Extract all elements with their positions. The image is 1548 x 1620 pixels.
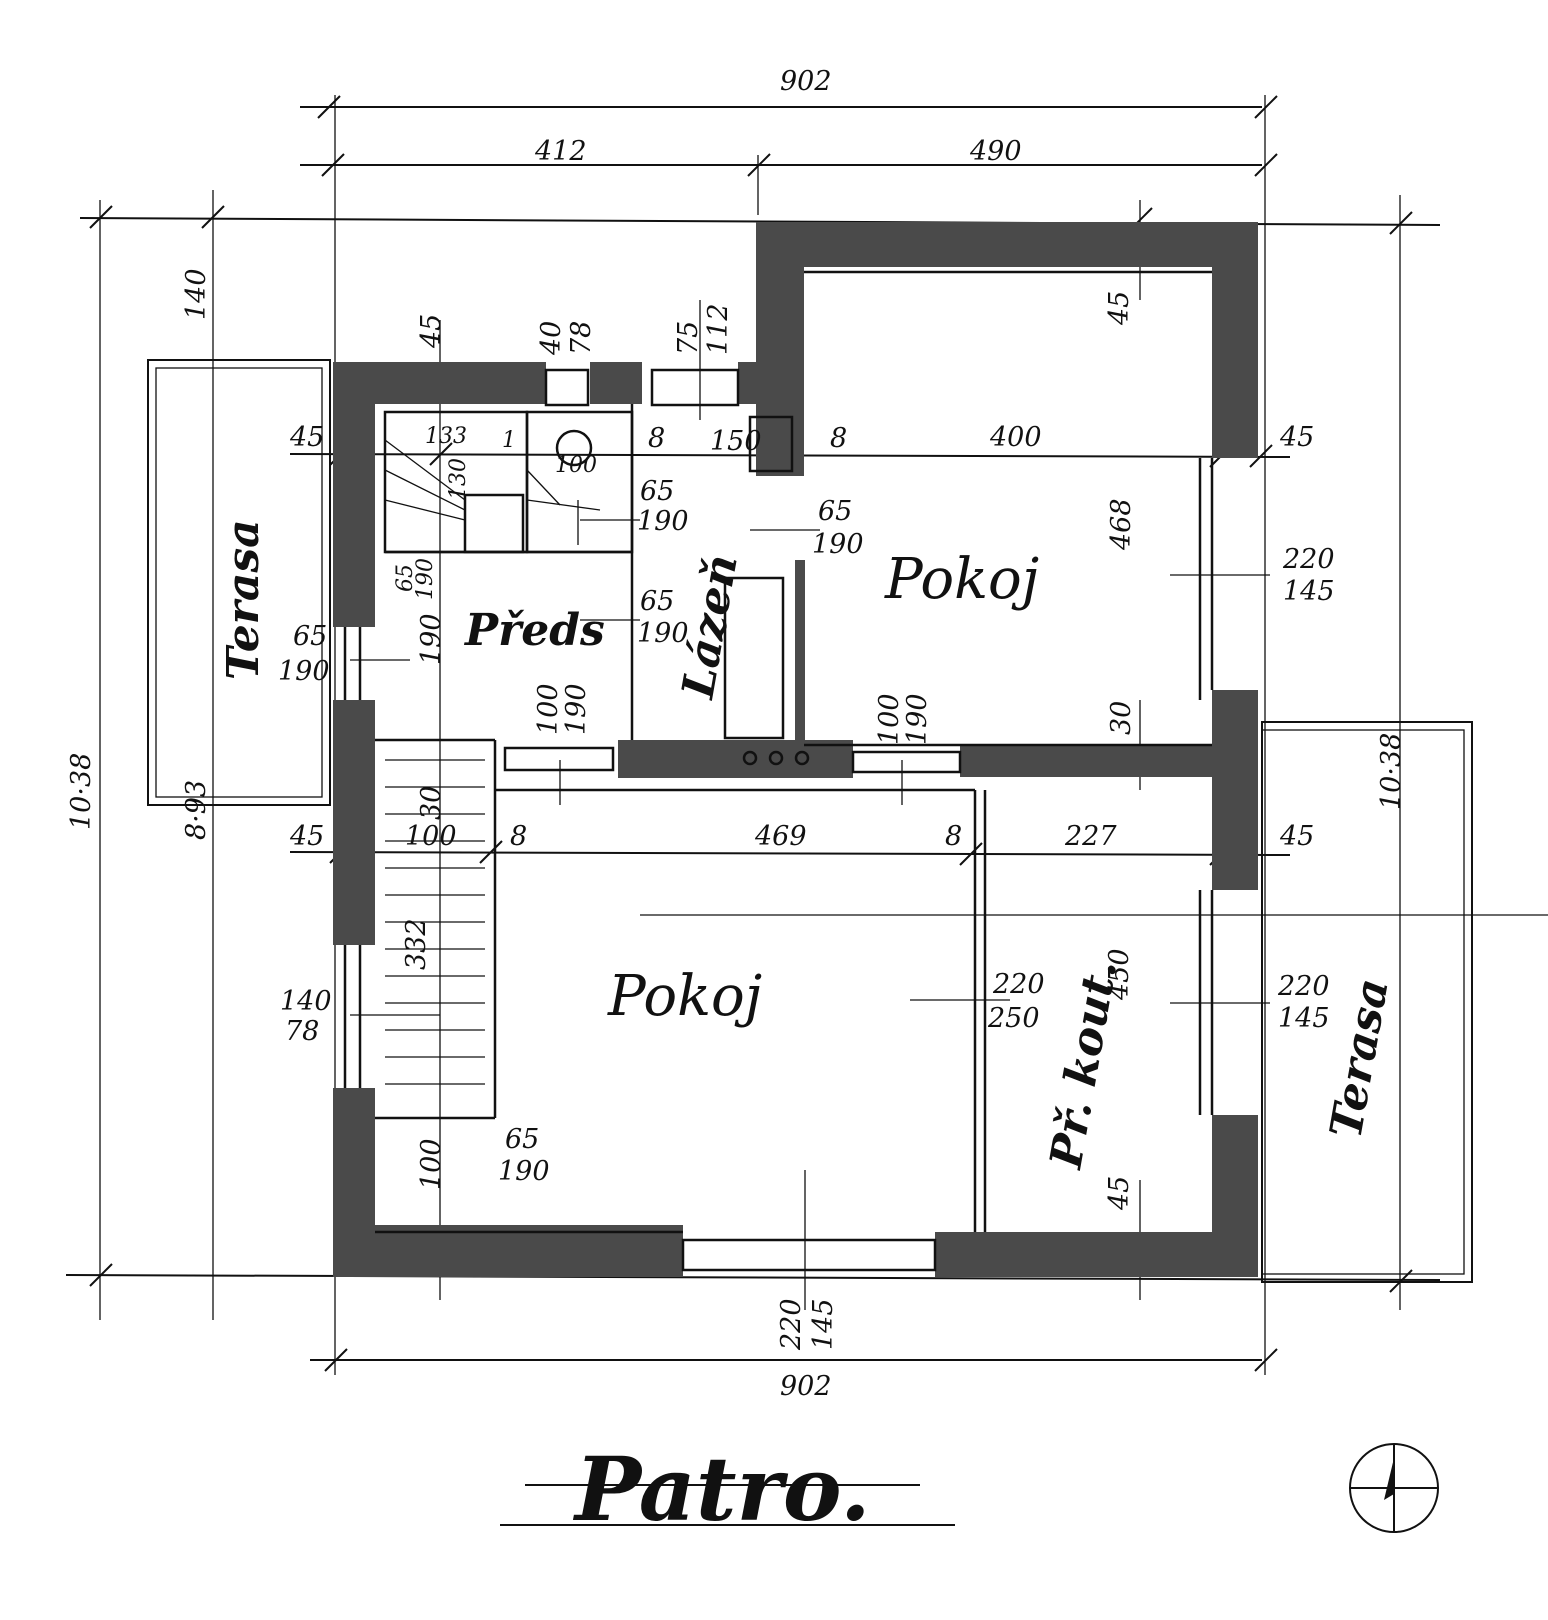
dim-window-right-b-2: 145 (1278, 1003, 1330, 1034)
room-label-terasa-right: Terasa (1321, 975, 1399, 1142)
dim-468: 468 (1106, 498, 1137, 551)
dim-150: 150 (710, 426, 762, 457)
dim-stair-1: 1 (502, 428, 516, 453)
dim-30-b: 30 (416, 786, 447, 820)
dim-opening-a-1: 65 (640, 476, 674, 507)
dim-opening-b-1: 65 (818, 496, 852, 527)
dim-door-b-1: 100 (874, 693, 905, 745)
dim-8-b: 8 (830, 423, 847, 454)
terrace-right (1261, 721, 1473, 1283)
dim-opening-e-2: 190 (498, 1156, 550, 1187)
dim-top-left: 412 (534, 136, 587, 167)
room-label-pokoj-main: Pokoj (607, 964, 762, 1029)
dim-8-d: 8 (945, 821, 962, 852)
dim-332: 332 (401, 918, 432, 970)
dim-wall-45-e: 45 (289, 821, 324, 852)
labels: Patro. Pokoj Pokoj Předs Lázeň Př. kout.… (66, 66, 1407, 1541)
dim-wall-45-b: 45 (416, 314, 447, 349)
dim-window-top-a-1: 40 (536, 321, 567, 356)
dim-190-vertical: 190 (416, 613, 447, 665)
dim-window-top-b-2: 112 (703, 303, 734, 355)
dim-window-left-2: 78 (285, 1016, 319, 1047)
dim-top-right: 490 (969, 136, 1022, 167)
dim-door-a-2: 190 (561, 683, 592, 735)
dim-469: 469 (754, 821, 807, 852)
dim-stair-100: 100 (555, 453, 597, 478)
dim-opening-f-2: 190 (413, 558, 438, 600)
dim-wall-45-c: 45 (1279, 422, 1314, 453)
dim-opening-a-2: 190 (637, 506, 689, 537)
dim-bottom-total: 902 (780, 1371, 832, 1402)
dim-opening-f-1: 65 (393, 564, 418, 592)
dim-opening-b-2: 190 (812, 529, 864, 560)
dim-door-b-2: 190 (902, 693, 933, 745)
staircase (384, 439, 601, 1085)
dim-opening-c-2: 190 (637, 618, 689, 649)
dim-wall-45-g: 45 (1104, 1176, 1135, 1211)
dim-450: 450 (1104, 948, 1135, 1001)
dim-window-left-1: 140 (280, 986, 332, 1017)
interior-walls (343, 270, 1214, 1272)
dim-opening-d-2: 190 (278, 656, 330, 687)
dim-opening-d-1: 65 (293, 621, 327, 652)
dim-opening-e-1: 65 (505, 1124, 539, 1155)
dim-window-right-a-1: 220 (1282, 544, 1335, 575)
dim-100-b: 100 (416, 1138, 447, 1190)
dim-stair-130: 130 (446, 458, 471, 500)
dim-window-bottom-2: 145 (808, 1298, 839, 1350)
dim-stair-133: 133 (425, 424, 467, 449)
dim-window-top-b-1: 75 (673, 321, 704, 355)
dim-100-a: 100 (405, 821, 457, 852)
dim-227: 227 (1064, 821, 1117, 852)
dim-window-right-a-2: 145 (1283, 576, 1335, 607)
dim-window-top-a-2: 78 (566, 321, 597, 355)
dim-left-total: 10·38 (66, 753, 97, 830)
compass-north-icon (1349, 1443, 1439, 1533)
plan-title: Patro. (572, 1437, 871, 1541)
dim-wall-45-f: 45 (1279, 821, 1314, 852)
dimension-lines (65, 95, 1548, 1375)
dim-door-a-1: 100 (533, 683, 564, 735)
dim-8-c: 8 (510, 821, 527, 852)
dim-8-a: 8 (648, 423, 665, 454)
room-label-pokoj-top: Pokoj (884, 547, 1039, 612)
dim-left-terrace-depth: 140 (181, 268, 212, 320)
room-label-predsin: Předs (463, 605, 605, 656)
dim-door-terrace-2: 250 (987, 1003, 1040, 1034)
title-underline (500, 1484, 955, 1526)
dim-400: 400 (989, 422, 1042, 453)
dim-top-total: 902 (780, 66, 832, 97)
dim-left-terrace-len: 8·93 (181, 780, 212, 840)
dim-opening-c-1: 65 (640, 586, 674, 617)
dim-window-right-b-1: 220 (1277, 971, 1330, 1002)
dim-wall-45-a: 45 (289, 422, 324, 453)
dim-door-terrace-1: 220 (992, 969, 1045, 1000)
dim-wall-45-d: 45 (1104, 291, 1135, 326)
terrace-left (147, 359, 331, 806)
dim-30-a: 30 (1106, 701, 1137, 735)
dim-right-terrace-len: 10·38 (1376, 733, 1407, 810)
dim-window-bottom-1: 220 (776, 1298, 807, 1351)
room-label-terasa-left: Terasa (218, 519, 269, 680)
walls (333, 222, 1258, 1277)
